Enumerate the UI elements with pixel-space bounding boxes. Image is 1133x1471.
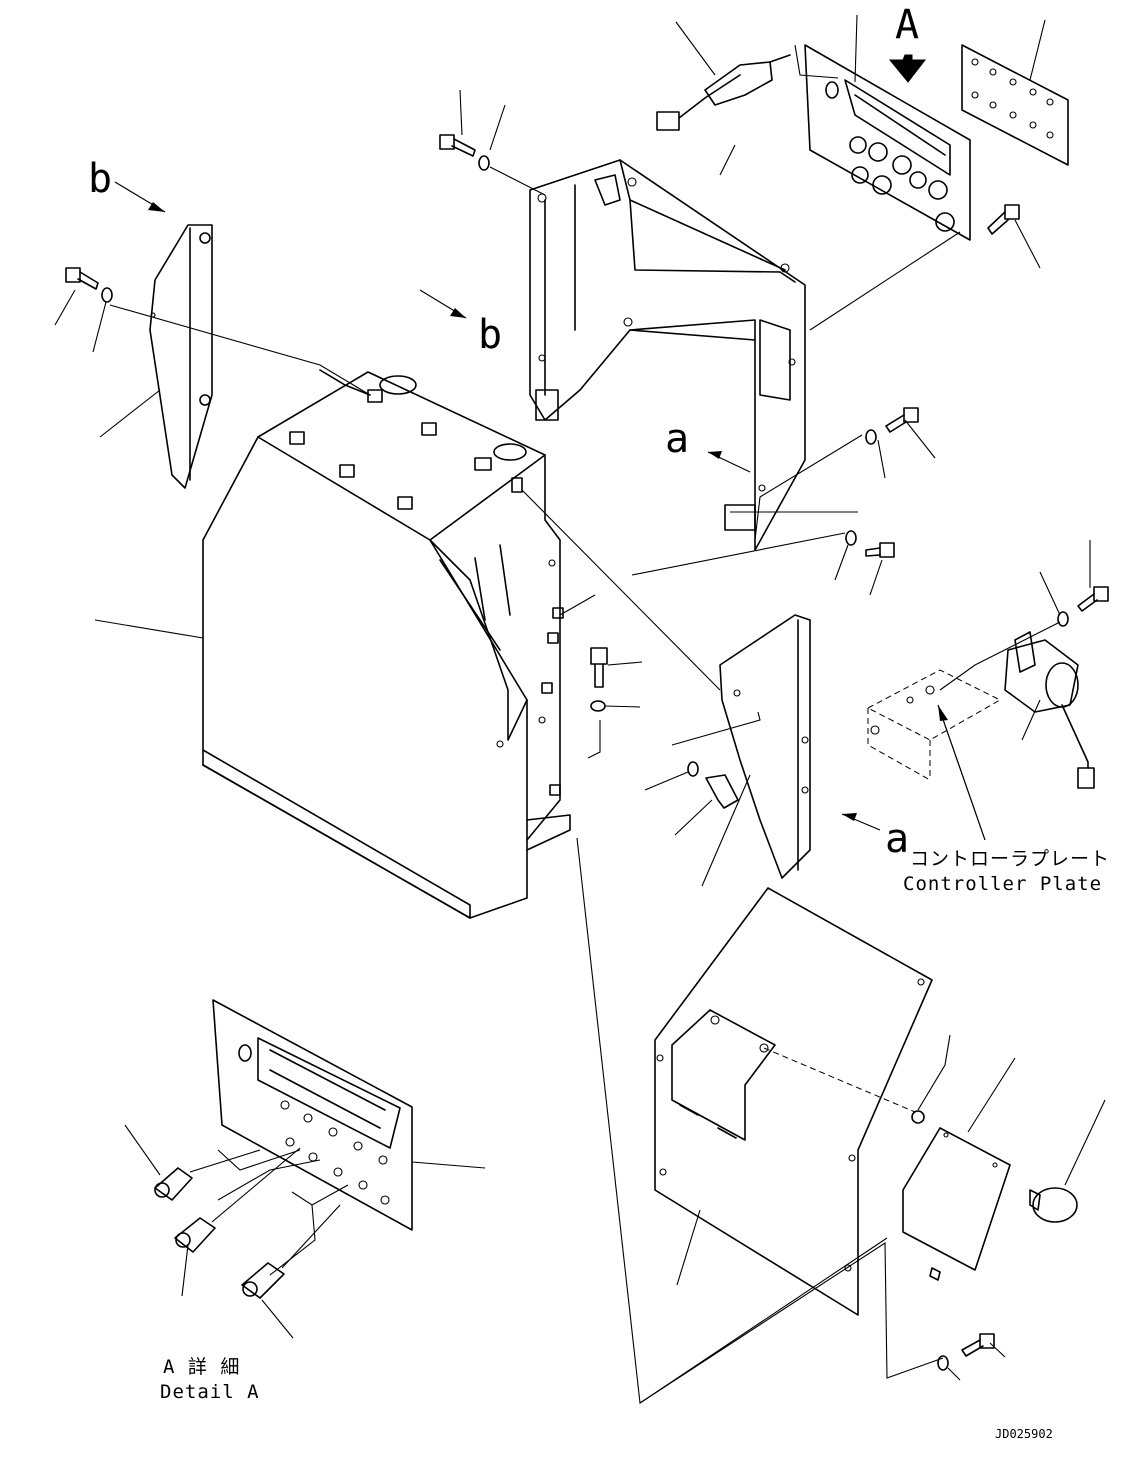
- bolt-8: [687, 761, 739, 809]
- switch-panel-top: [804, 44, 971, 241]
- bolt-6: [1057, 586, 1109, 627]
- lower-cover: [654, 887, 933, 1316]
- view-arrow-a-top: [888, 54, 927, 83]
- fasteners: [65, 134, 1109, 1371]
- detail-a-switches: [154, 1147, 341, 1299]
- bolt-9: [937, 1333, 995, 1371]
- knob-group-top: [849, 136, 955, 232]
- small-bracket: [902, 1127, 1011, 1281]
- bolt-1: [439, 134, 490, 171]
- detail-a-label-jp: A 詳 細: [163, 1356, 240, 1378]
- controller-plate: [866, 669, 1002, 781]
- view-label-a-mid: a: [665, 416, 689, 462]
- switch-1: [154, 1149, 261, 1201]
- view-label-a-top: A: [895, 2, 919, 48]
- switch-2: [174, 1147, 301, 1253]
- leader-lines: [54, 14, 1106, 1404]
- cable-connector: [656, 54, 791, 131]
- view-label-a-right: a: [885, 816, 909, 862]
- bolt-3: [987, 204, 1020, 235]
- drawing-code: JD025902: [995, 1427, 1053, 1441]
- detail-a-label-en: Detail A: [160, 1381, 260, 1403]
- view-label-b-mid: b: [478, 312, 502, 358]
- right-side-bracket: [719, 614, 811, 879]
- bolt-4: [865, 407, 919, 445]
- console-box: [202, 369, 571, 919]
- upper-frame: [529, 159, 806, 551]
- controller-plate-label-jp: コントローラプレート: [910, 848, 1110, 870]
- arrows: [114, 54, 986, 841]
- bolt-2: [65, 267, 113, 303]
- motor-unit: [1004, 631, 1095, 789]
- label-plate: [961, 44, 1069, 166]
- knob-part: [911, 1110, 1078, 1223]
- view-label-b-left: b: [88, 156, 112, 202]
- bolt-7: [590, 647, 608, 712]
- controller-plate-label-en: Controller Plate: [903, 873, 1102, 895]
- left-side-bracket: [149, 224, 213, 489]
- bolt-5: [845, 530, 895, 558]
- switch-3: [241, 1204, 341, 1299]
- detail-a-panel: [212, 999, 413, 1231]
